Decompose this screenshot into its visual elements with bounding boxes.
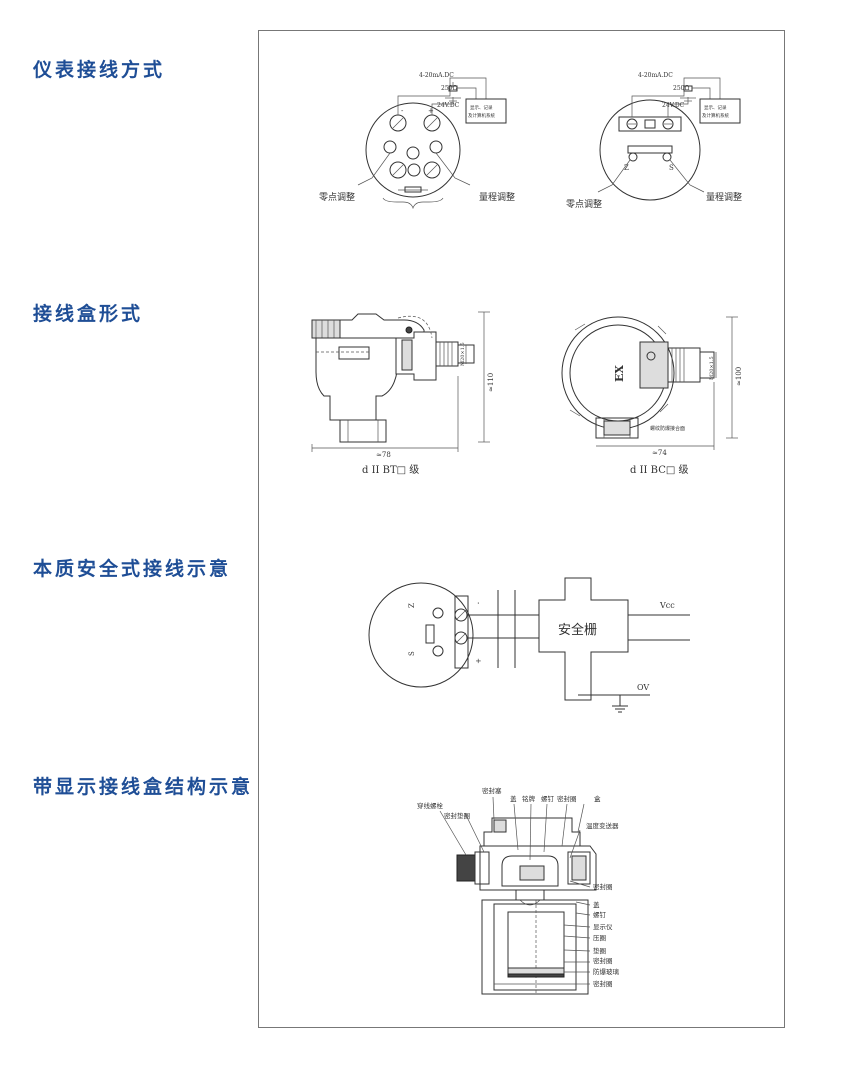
housing-bc-note: 螺纹防爆接合面 [650, 425, 685, 432]
display-label-cover-top: 盖 [510, 794, 517, 803]
housing-bc-label: d II BC□ 级 [630, 464, 688, 476]
intrinsic-minus: - [474, 602, 482, 605]
display-label-box: 盒 [594, 794, 601, 803]
display-label-seal-washer: 密封垫圈 [444, 811, 470, 820]
display-label-seal-plug: 密封塞 [482, 786, 502, 795]
wiring-left-current: 4-20mA.DC [419, 72, 454, 79]
display-box-drawing: 穿线螺栓 密封垫圈 密封塞 盖 铭牌 螺钉 密封圈 盒 温度变送器 密封圈 盖 … [417, 786, 620, 995]
display-label-seal-ring-1: 密封圈 [593, 882, 613, 891]
wiring-right-resistor: 250Ω [673, 85, 689, 92]
housing-bc-height: ≈100 [735, 367, 743, 386]
wiring-left-plus: + [428, 107, 434, 115]
intrinsic-s: S [408, 651, 416, 656]
housing-bt-drawing: ≈110 M20×1.5 ≈78 d II BT□ 级 [311, 311, 495, 476]
wiring-right-s: S [669, 164, 674, 172]
wiring-right-current: 4-20mA.DC [638, 72, 673, 79]
wiring-right-recorder-1: 显示、记录 [704, 104, 727, 111]
wiring-right-zero-label: 零点调整 [566, 198, 602, 210]
wiring-left-span-label: 量程调整 [479, 191, 515, 203]
wiring-right-span-label: 量程调整 [706, 191, 742, 203]
display-label-screw-right: 螺钉 [593, 910, 607, 919]
housing-bt-height: ≈110 [487, 373, 495, 392]
housing-bc-thread: M20×1.5 [709, 356, 715, 380]
wiring-left-resistor: 250Ω [441, 85, 457, 92]
intrinsic-vcc: Vcc [659, 601, 675, 610]
wiring-left-supply: 24V.DC [437, 102, 460, 109]
display-label-cover-right: 盖 [593, 900, 600, 909]
intrinsic-z: Z [408, 603, 416, 608]
section-title-intrinsic: 本质安全式接线示意 [33, 558, 232, 580]
housing-bt-thread: M20×1.5 [460, 342, 466, 366]
housing-bc-mark: EX [613, 365, 626, 382]
wiring-left-recorder-2: 及计算机系统 [468, 112, 495, 119]
display-label-screw-top: 螺钉 [541, 794, 555, 803]
intrinsic-barrier-label: 安全栅 [558, 622, 597, 638]
terminal-screws [383, 114, 443, 179]
section-title-display-box: 带显示接线盒结构示意 [33, 776, 254, 798]
wiring-diagram-left: 4-20mA.DC 250Ω 24V.DC 显示、记录 及计算机系统 - + 零… [319, 72, 515, 210]
wiring-diagram-right: 4-20mA.DC 250Ω 24V.DC 显示、记录 及计算机系统 Z S 零… [566, 72, 742, 210]
display-label-display: 显示仪 [593, 923, 613, 931]
display-label-seal-ring-3: 密封圈 [593, 979, 613, 988]
wiring-right-z: Z [624, 164, 629, 172]
wiring-left-recorder-1: 显示、记录 [470, 104, 493, 111]
intrinsic-plus: + [474, 658, 482, 664]
display-label-seal-ring-2: 密封圈 [593, 956, 613, 965]
section-title-housing: 接线盒形式 [33, 303, 144, 325]
display-label-nameplate: 铭牌 [522, 794, 536, 803]
wiring-left-minus: - [401, 107, 404, 115]
display-label-washer: 垫圈 [593, 946, 606, 955]
intrinsic-ov: OV [637, 683, 649, 692]
display-label-thread-bolt: 穿线螺栓 [417, 801, 444, 810]
display-label-press-ring: 压圈 [593, 934, 606, 942]
display-label-transmitter: 温度变送器 [586, 821, 619, 830]
wiring-right-supply: 24V.DC [662, 102, 685, 109]
housing-bc-drawing: EX ≈100 M20×1.5 螺纹防爆接合面 ≈74 d II BC□ 级 [561, 316, 743, 476]
housing-bc-width: ≈74 [652, 449, 667, 457]
housing-bt-label: d II BT□ 级 [362, 464, 419, 476]
wiring-right-recorder-2: 及计算机系统 [702, 112, 729, 119]
display-label-glass: 防爆玻璃 [593, 967, 620, 976]
intrinsic-safety-diagram: Z S - + 安全栅 Vcc OV [368, 577, 690, 713]
section-title-wiring: 仪表接线方式 [33, 59, 166, 81]
display-label-seal-ring-top: 密封圈 [557, 794, 577, 803]
housing-bt-width: ≈78 [376, 451, 391, 459]
wiring-left-zero-label: 零点调整 [319, 191, 355, 203]
